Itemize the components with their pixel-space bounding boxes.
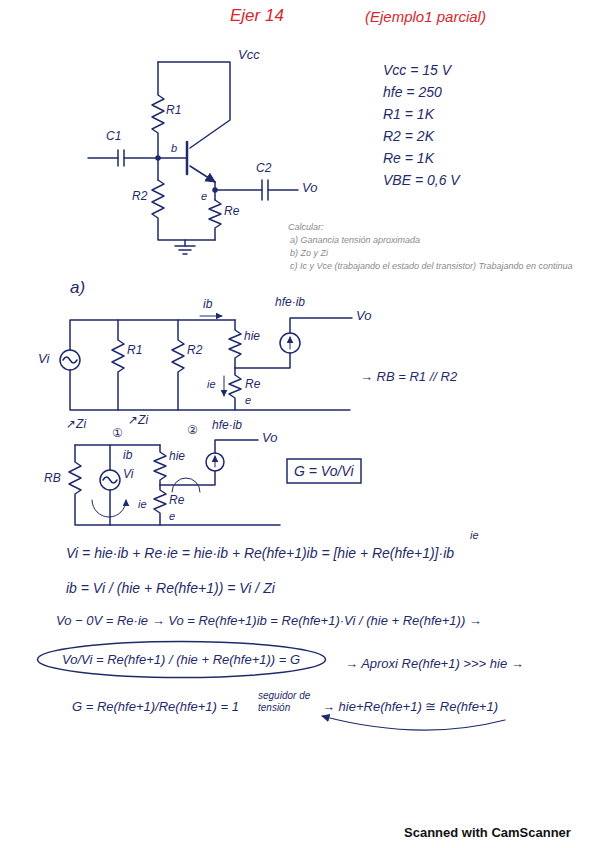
- equation-text: seguidor de tensión: [258, 690, 316, 713]
- circuit-label: hie: [244, 330, 260, 344]
- circuit-label: ②: [187, 424, 198, 438]
- leader-arrow: [322, 716, 505, 730]
- circuit-label: ib: [203, 298, 212, 312]
- circuit-label: ib: [123, 449, 132, 463]
- circuit-label: c) Ic y Vce (trabajando el estado del tr…: [290, 261, 580, 271]
- circuit-label: Vi: [123, 468, 133, 482]
- simplified-circuit: [69, 440, 280, 525]
- circuit-label: ↗Zi: [128, 414, 148, 428]
- circuit-label: VBE = 0,6 V: [383, 172, 460, 188]
- circuit-label: R2: [187, 344, 202, 358]
- circuit-label: Re = 1K: [383, 150, 434, 166]
- circuit-label: Vo: [262, 431, 277, 446]
- boxed-result: G = Vo/Vi: [286, 458, 362, 484]
- circuit-label: ie: [207, 378, 216, 391]
- circuit-label: Vcc = 15 V: [383, 62, 451, 78]
- bjt-schematic: [88, 62, 298, 254]
- circuit-label: R1: [127, 344, 142, 358]
- circuit-label: C2: [256, 162, 271, 176]
- equation-text: Vi = hie·ib + Re·ie = hie·ib + Re(hfe+1)…: [66, 545, 454, 561]
- circuit-label: RB: [44, 472, 61, 486]
- equation-text: → Aproxi Re(hfe+1) >>> hie →: [345, 657, 524, 672]
- circuit-label: hfe·ib: [275, 296, 305, 310]
- circuit-label: a): [70, 278, 85, 298]
- equation-text: Vo − 0V = Re·ie → Vo = Re(hfe+1)ib = Re(…: [56, 614, 591, 629]
- circuit-label: b: [171, 142, 177, 155]
- circuit-label: Vi: [38, 352, 49, 367]
- circuit-label: Re: [169, 494, 184, 508]
- circuit-label: ↗Zi: [66, 418, 86, 432]
- circuit-label: hie: [169, 450, 185, 464]
- equation-text: G = Re(hfe+1)/Re(hfe+1) = 1: [72, 700, 239, 715]
- title-text: (Ejemplo1 parcial): [365, 8, 486, 25]
- circuit-label: Vo: [356, 309, 371, 324]
- circuit-label: ie: [470, 529, 479, 542]
- circuit-label: Calcular:: [288, 222, 324, 232]
- title-text: Ejer 14: [230, 6, 284, 26]
- circuit-label: Re: [245, 378, 260, 392]
- circuit-label: Re: [224, 205, 239, 219]
- circuit-label: R1: [166, 104, 181, 118]
- node-text: G = Vo/Vi: [294, 463, 354, 479]
- circuit-label: R2: [132, 190, 147, 204]
- ellipse-outline: [38, 642, 326, 678]
- box-outline: [287, 459, 361, 483]
- circuit-label: hfe·ib: [212, 419, 242, 433]
- circuit-label: e: [245, 394, 251, 407]
- circuit-label: → RB = R1 // R2: [360, 370, 457, 385]
- circuit-label: hfe = 250: [383, 84, 442, 100]
- circuit-label: ie: [138, 498, 147, 511]
- circuit-label: C1: [106, 130, 121, 144]
- circuit-label: Vcc: [238, 48, 260, 63]
- circuit-label: Vo: [302, 181, 317, 196]
- circuit-label: a) Ganancia tensión aproximada: [290, 235, 420, 245]
- circuit-label: ①: [112, 427, 123, 441]
- circled-equation: Vo/Vi = Re(hfe+1) / (hie + Re(hfe+1)) = …: [36, 640, 327, 679]
- equation-text: → hie+Re(hfe+1) ≅ Re(hfe+1): [322, 700, 498, 715]
- circuit-label: b) Zo y Zi: [290, 248, 328, 258]
- circuit-label: Scanned with CamScanner: [404, 826, 571, 841]
- node-text: Vo/Vi = Re(hfe+1) / (hie + Re(hfe+1)) = …: [62, 652, 301, 667]
- equation-text: ib = Vi / (hie + Re(hfe+1)) = Vi / Zi: [66, 580, 275, 596]
- circuit-label: e: [201, 190, 207, 203]
- circuit-label: R2 = 2K: [383, 128, 434, 144]
- circuit-label: R1 = 1K: [383, 106, 434, 122]
- small-signal-circuit: [60, 316, 352, 410]
- circuit-label: e: [169, 510, 175, 523]
